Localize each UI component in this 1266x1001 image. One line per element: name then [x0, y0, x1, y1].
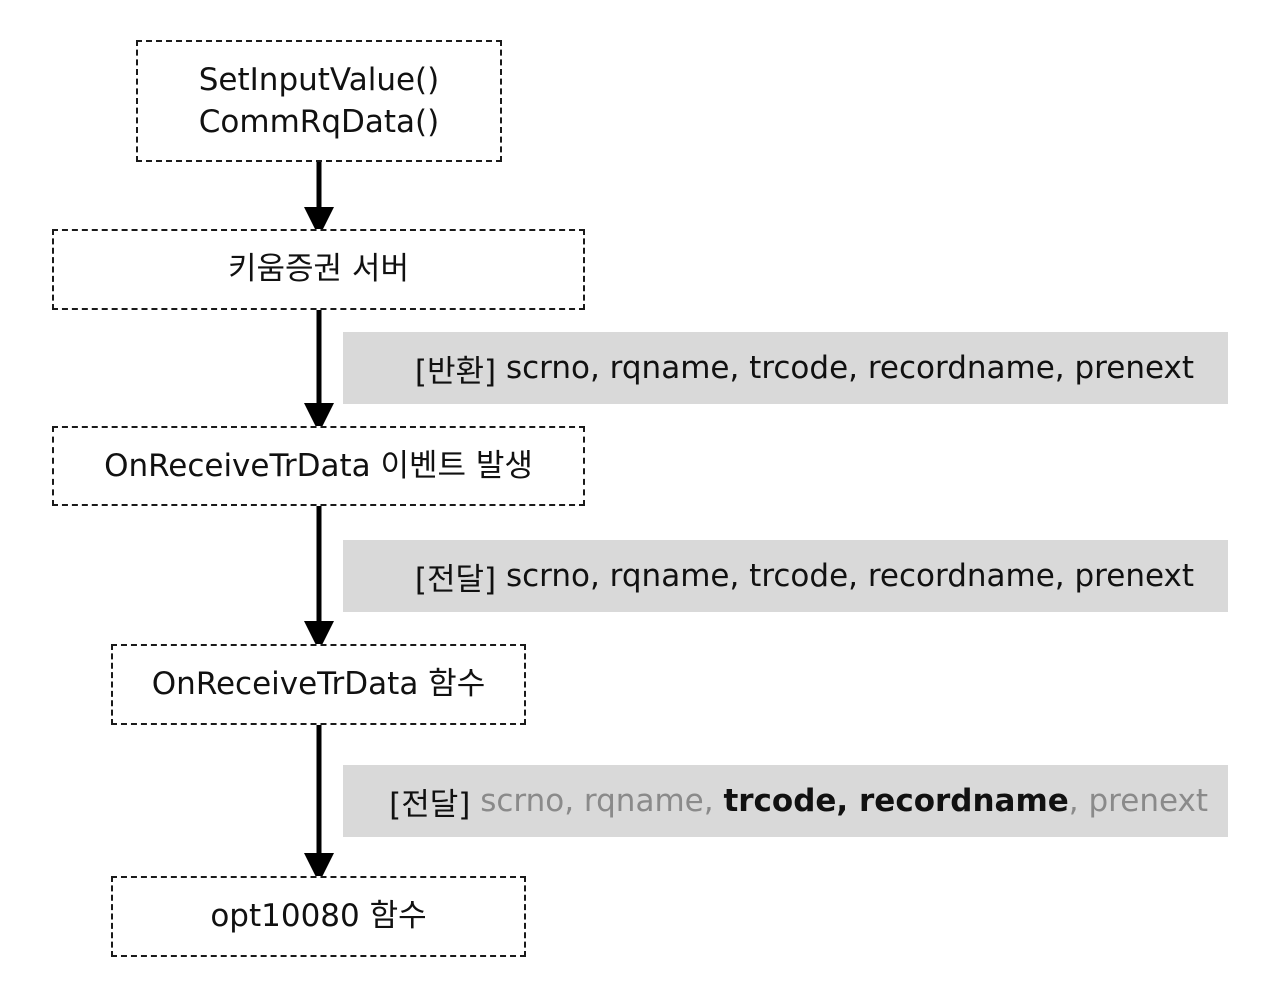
target-node: opt10080 함수 — [111, 876, 526, 957]
target-label: opt10080 함수 — [210, 898, 427, 935]
return-params: scrno, rqname, trcode, recordname, prene… — [505, 350, 1194, 386]
event-node: OnReceiveTrData 이벤트 발생 — [52, 426, 585, 506]
handler-label: OnReceiveTrData 함수 — [151, 666, 486, 703]
pass-2-prefix: [전달] — [389, 786, 471, 823]
request-line-1: SetInputValue() — [198, 61, 440, 98]
pass-label-2: [전달] scrno, rqname, trcode, recordname, … — [343, 765, 1228, 837]
pass-label-1: [전달] scrno, rqname, trcode, recordname, … — [343, 540, 1228, 612]
request-line-2: CommRqData() — [198, 104, 440, 140]
handler-node: OnReceiveTrData 함수 — [111, 644, 526, 725]
event-label: OnReceiveTrData 이벤트 발생 — [104, 447, 533, 484]
pass-1-params: scrno, rqname, trcode, recordname, prene… — [505, 558, 1194, 594]
server-label: 키움증권 서버 — [228, 251, 409, 288]
pass-1-prefix: [전달] — [414, 561, 497, 598]
return-label: [반환] scrno, rqname, trcode, recordname, … — [343, 332, 1228, 404]
pass-2-muted-params: scrno, rqname, — [480, 783, 714, 819]
pass-2-muted-tail: , prenext — [1068, 783, 1208, 819]
server-node: 키움증권 서버 — [52, 229, 585, 310]
return-prefix: [반환] — [414, 353, 497, 390]
request-node: SetInputValue() CommRqData() — [136, 40, 502, 162]
pass-2-highlight-params: trcode, recordname — [723, 783, 1069, 819]
